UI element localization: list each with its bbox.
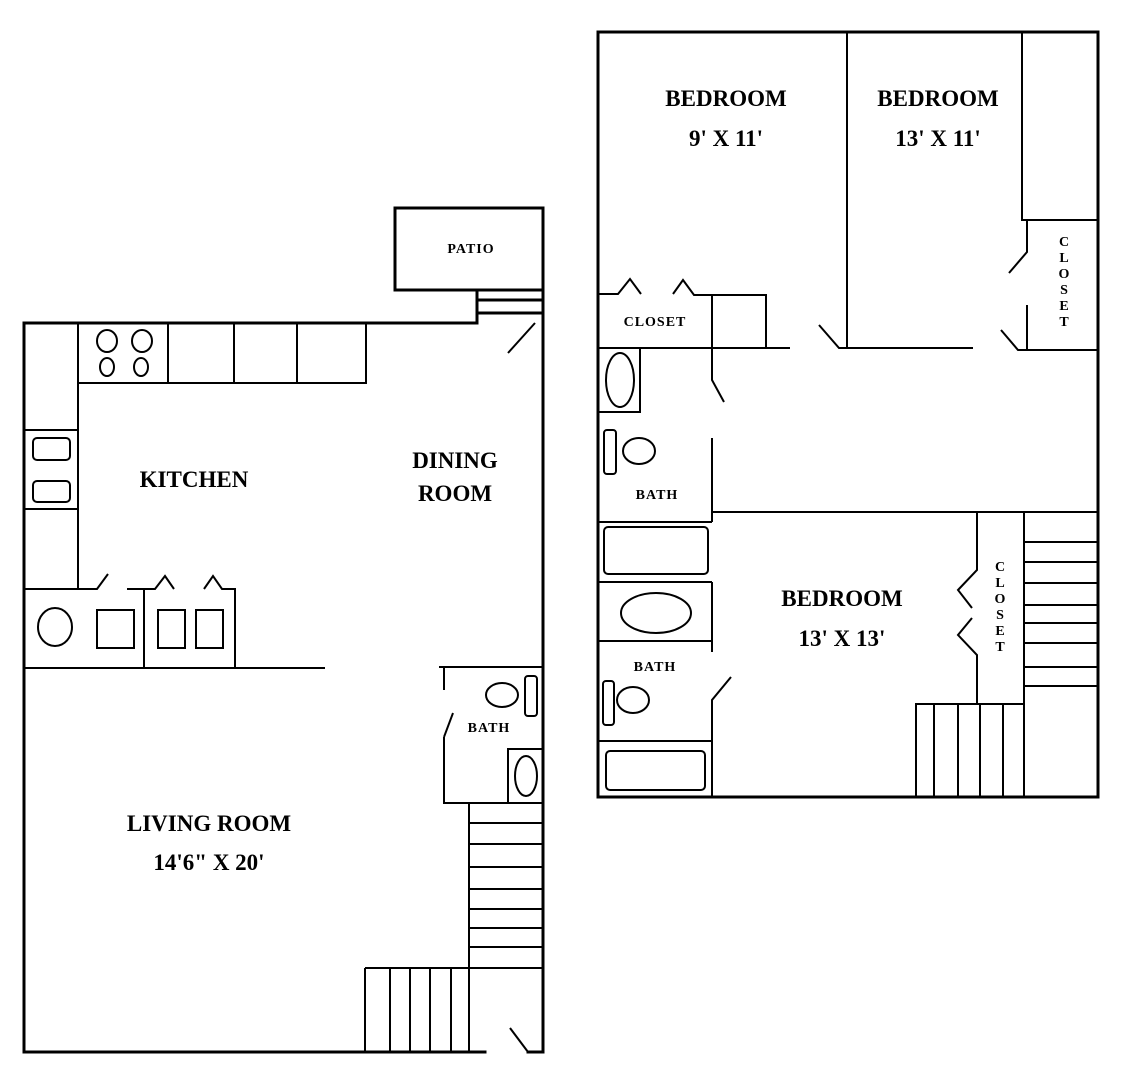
washer-icon [96,609,135,649]
bedroom2-size: 13' X 11' [895,126,981,151]
first-floor: PATIO KITCHEN DINING ROOM BATH LIVING RO… [22,206,545,1054]
toilet-tank-icon [524,675,538,717]
sink-icon [514,755,538,797]
stove-burners-icon [96,329,153,377]
second-floor: BEDROOM 9' X 11' BEDROOM 13' X 11' BEDRO… [596,30,1100,799]
sink-icon [32,437,71,503]
bedroom1-label: BEDROOM [665,86,787,111]
bath-label: BATH [468,721,511,736]
hvac-icon [195,609,224,649]
sink-icon [620,592,692,634]
dining-room-label-line2: ROOM [418,481,492,506]
toilet-tank-icon [602,680,615,726]
closet-and-stairs [915,512,1098,797]
closet-label-vertical-lower: CLOSET [993,560,1008,656]
living-room-label: LIVING ROOM [127,811,291,836]
toilet-icon [616,686,650,714]
toilet-tank-icon [603,429,617,475]
entry-door [509,1027,529,1053]
staircase [364,803,543,1052]
patio-door [507,322,536,354]
bedroom3-label: BEDROOM [781,586,903,611]
closet-label: CLOSET [624,315,687,330]
upper-bath [597,347,1098,583]
toilet-icon [485,682,519,708]
sink-icon [605,352,635,408]
toilet-icon [622,437,656,465]
bedroom3-size: 13' X 13' [799,626,886,651]
dryer-icon [157,609,186,649]
closet-label-vertical-upper: CLOSET [1057,235,1072,331]
kitchen-counters [23,322,367,590]
walls [22,206,545,1054]
lower-bath [598,582,732,797]
bedroom2-label: BEDROOM [877,86,999,111]
water-heater-icon [37,607,73,647]
patio-label: PATIO [447,242,494,257]
bath-label-lower: BATH [634,660,677,675]
bath-label-upper: BATH [636,488,679,503]
laundry-closets [24,573,325,669]
half-bath [439,666,544,804]
living-room-size: 14'6" X 20' [153,850,264,875]
dining-room-label-line1: DINING [412,448,498,473]
bedroom-walls [598,32,1098,351]
kitchen-label: KITCHEN [140,467,249,492]
bedroom1-size: 9' X 11' [689,126,763,151]
